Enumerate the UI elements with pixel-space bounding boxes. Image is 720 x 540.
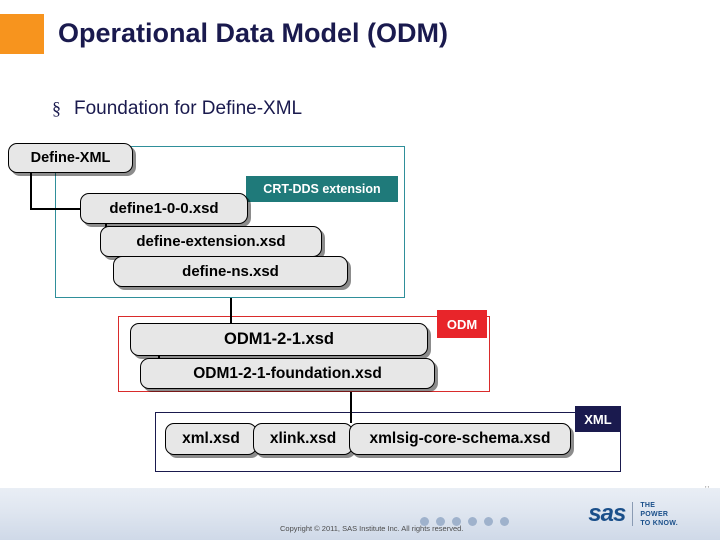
page-ticks: '' [704, 485, 710, 494]
node-xlink-xsd: xlink.xsd [253, 423, 353, 455]
connector-define-group-to-odm [230, 298, 232, 323]
tag-odm: ODM [437, 310, 487, 338]
slide-footer: '' Copyright © 2011, SAS Institute Inc. … [0, 485, 720, 540]
sas-wordmark: sas [588, 500, 626, 527]
footer-dot [452, 517, 461, 526]
logo-divider [632, 502, 634, 526]
sas-tagline-line3: TO KNOW. [640, 519, 678, 527]
footer-band [0, 488, 720, 540]
footer-dot [484, 517, 493, 526]
node-xmlsig-core-schema-xsd: xmlsig-core-schema.xsd [349, 423, 571, 455]
bullet-item-label: Foundation for Define-XML [74, 98, 303, 119]
node-odm1-2-1-foundation-xsd: ODM1-2-1-foundation.xsd [140, 358, 435, 389]
node-define-xml: Define-XML [8, 143, 133, 173]
footer-dot [468, 517, 477, 526]
footer-dot [500, 517, 509, 526]
tag-crt-dds-extension: CRT-DDS extension [246, 176, 398, 202]
copyright-text: Copyright © 2011, SAS Institute Inc. All… [280, 524, 464, 533]
tag-xml: XML [575, 406, 621, 432]
connector-define-to-define1-horizontal [30, 208, 82, 210]
bullet-item: § Foundation for Define-XML [52, 98, 302, 120]
node-define-ns-xsd: define-ns.xsd [113, 256, 348, 287]
sas-tagline: THE POWER TO KNOW. [640, 501, 678, 528]
schema-hierarchy-diagram: CRT-DDS extension ODM XML Define-XML def… [0, 138, 720, 488]
sas-logo: sas THE POWER TO KNOW. [588, 500, 678, 528]
footer-dot [420, 517, 429, 526]
footer-dots-decoration [420, 517, 509, 526]
node-define-extension-xsd: define-extension.xsd [100, 226, 322, 257]
node-odm1-2-1-xsd: ODM1-2-1.xsd [130, 323, 428, 356]
connector-define-to-define1 [30, 173, 32, 209]
connector-odm-group-to-xml [350, 392, 352, 423]
footer-dot [436, 517, 445, 526]
title-accent-bar [0, 14, 44, 54]
node-define1-0-0-xsd: define1-0-0.xsd [80, 193, 248, 224]
bullet-marker-icon: § [52, 98, 61, 118]
node-xml-xsd: xml.xsd [165, 423, 257, 455]
page-title: Operational Data Model (ODM) [58, 18, 449, 48]
sas-tagline-line2: POWER [640, 510, 669, 518]
sas-tagline-line1: THE [640, 501, 656, 509]
